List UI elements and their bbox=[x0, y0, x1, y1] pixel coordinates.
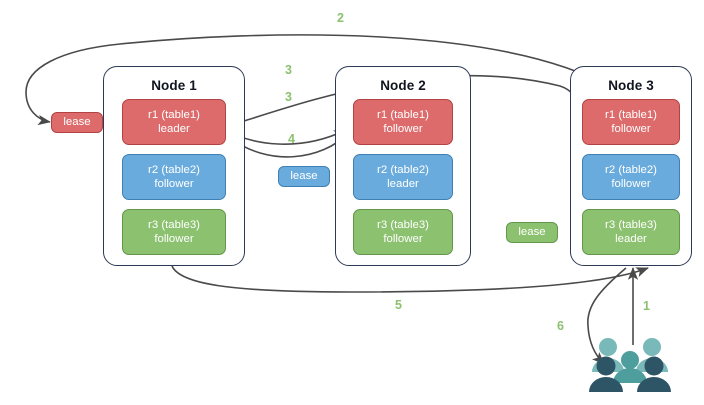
replica-name: r2 (table2) bbox=[148, 163, 200, 176]
arrow-step-5 bbox=[171, 265, 649, 293]
step-label-1: 1 bbox=[643, 299, 650, 313]
node-title: Node 3 bbox=[608, 78, 654, 93]
replica-name: r2 (table2) bbox=[377, 163, 429, 176]
node-box-node1[interactable]: Node 1 r1 (table1) leader r2 (table2) fo… bbox=[103, 66, 245, 266]
replica-name: r1 (table1) bbox=[148, 108, 200, 121]
replica-r1[interactable]: r1 (table1) follower bbox=[582, 99, 680, 145]
step-label-4: 4 bbox=[288, 132, 295, 146]
step-label-3a: 3 bbox=[285, 63, 292, 77]
replica-role: follower bbox=[154, 233, 194, 245]
replica-role: follower bbox=[611, 178, 651, 190]
replica-name: r3 (table3) bbox=[377, 218, 429, 231]
replica-r3[interactable]: r3 (table3) leader bbox=[582, 209, 680, 255]
replica-r2[interactable]: r2 (table2) follower bbox=[582, 154, 680, 200]
replica-role: leader bbox=[615, 233, 647, 245]
replica-r2[interactable]: r2 (table2) leader bbox=[353, 154, 453, 200]
replica-r2[interactable]: r2 (table2) follower bbox=[122, 154, 226, 200]
step-label-2: 2 bbox=[337, 11, 344, 25]
lease-badge-r2[interactable]: lease bbox=[278, 166, 330, 187]
replica-r3[interactable]: r3 (table3) follower bbox=[122, 209, 226, 255]
replica-r1[interactable]: r1 (table1) follower bbox=[353, 99, 453, 145]
replica-r1[interactable]: r1 (table1) leader bbox=[122, 99, 226, 145]
replica-role: leader bbox=[158, 123, 190, 135]
lease-badge-r3[interactable]: lease bbox=[506, 222, 558, 243]
step-label-5: 5 bbox=[395, 298, 402, 312]
replica-role: follower bbox=[154, 178, 194, 190]
replica-name: r1 (table1) bbox=[605, 108, 657, 121]
node-title: Node 2 bbox=[380, 78, 426, 93]
replica-name: r3 (table3) bbox=[148, 218, 200, 231]
replica-role: follower bbox=[383, 233, 423, 245]
replica-role: follower bbox=[611, 123, 651, 135]
node-box-node3[interactable]: Node 3 r1 (table1) follower r2 (table2) … bbox=[570, 66, 692, 266]
replica-role: leader bbox=[387, 178, 419, 190]
replica-name: r3 (table3) bbox=[605, 218, 657, 231]
step-label-3b: 3 bbox=[285, 90, 292, 104]
replica-name: r1 (table1) bbox=[377, 108, 429, 121]
lease-badge-r1[interactable]: lease bbox=[51, 112, 103, 133]
arrow-step-6 bbox=[587, 267, 627, 365]
step-label-6: 6 bbox=[557, 319, 564, 333]
replica-r3[interactable]: r3 (table3) follower bbox=[353, 209, 453, 255]
replica-name: r2 (table2) bbox=[605, 163, 657, 176]
replica-role: follower bbox=[383, 123, 423, 135]
node-title: Node 1 bbox=[151, 78, 197, 93]
node-box-node2[interactable]: Node 2 r1 (table1) follower r2 (table2) … bbox=[335, 66, 471, 266]
